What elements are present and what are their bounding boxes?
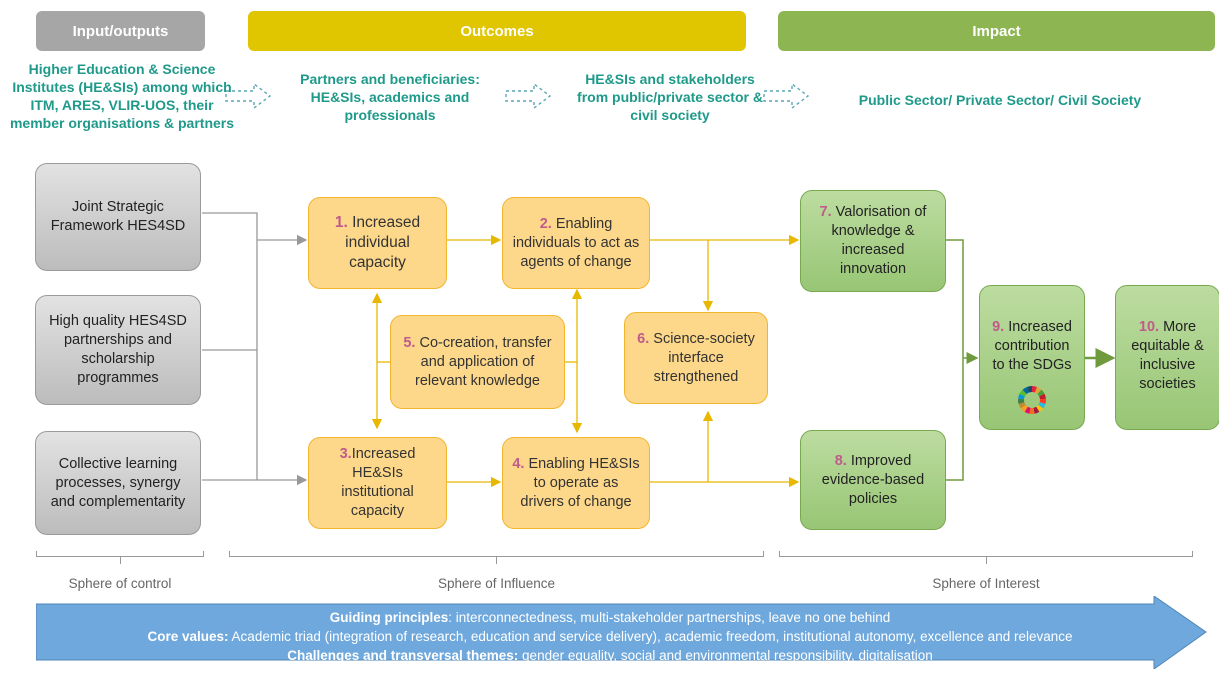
- input-partnerships-label: High quality HES4SD partnerships and sch…: [49, 313, 187, 386]
- outcome-1: 1. Increased individual capacity: [308, 197, 447, 289]
- sdg-wheel-segment: [1036, 404, 1044, 412]
- guiding-principles-text: : interconnectedness, multi-stakeholder …: [448, 610, 891, 625]
- outcome-3-label: Increased HE&SIs institutional capacity: [341, 446, 416, 519]
- sdg-wheel-segment: [1018, 398, 1025, 404]
- sdg-wheel-segment: [1037, 389, 1045, 397]
- impact-10-label: More equitable & inclusive societies: [1131, 318, 1204, 392]
- sdg-wheel-segment: [1024, 406, 1031, 414]
- brace-interest-tick: [986, 557, 987, 564]
- input-collective-learning: Collective learning processes, synergy a…: [35, 431, 201, 535]
- outcome-5-number: 5.: [403, 334, 416, 351]
- sdg-wheel-segment: [1019, 389, 1027, 397]
- sdg-wheel-segment: [1034, 386, 1042, 395]
- impact-7: 7. Valorisation of knowledge & increased…: [800, 190, 946, 292]
- sdg-wheel-segment: [1018, 393, 1025, 400]
- impact-10-number: 10.: [1138, 318, 1160, 335]
- impact-7-label: Valorisation of knowledge & increased in…: [831, 204, 927, 277]
- input-partnerships: High quality HES4SD partnerships and sch…: [35, 295, 201, 405]
- outcome-2-label: Enabling individuals to act as agents of…: [512, 215, 640, 270]
- outcome-3-number: 3.: [339, 446, 352, 462]
- input-learning-label: Collective learning processes, synergy a…: [50, 455, 186, 510]
- sphere-interest-label: Sphere of Interest: [932, 576, 1040, 591]
- guiding-principles-label: Guiding principles: [329, 610, 449, 625]
- impact-10: 10. More equitable & inclusive societies: [1115, 285, 1219, 430]
- outcome-4-number: 4.: [512, 455, 525, 472]
- sdg-wheel-segment: [1032, 386, 1038, 393]
- sdg-wheel-segment: [1020, 404, 1028, 412]
- sdg-wheel-segment: [1022, 386, 1030, 395]
- impact-8-number: 8.: [834, 452, 847, 469]
- impact-8: 8. Improved evidence-based policies: [800, 430, 946, 530]
- actors-stakeholders: HE&SIs and stakeholders from public/priv…: [577, 71, 763, 123]
- outcome-3: 3.Increased HE&SIs institutional capacit…: [308, 437, 447, 529]
- outcome-6-number: 6.: [637, 330, 650, 347]
- outcome-5-label: Co-creation, transfer and application of…: [415, 334, 552, 389]
- outcome-6-label: Science-society interface strengthened: [653, 330, 755, 385]
- sdg-wheel-icon: [1018, 386, 1046, 414]
- header-outcomes: Outcomes: [248, 11, 746, 51]
- input-joint-strategic-framework: Joint Strategic Framework HES4SD: [35, 163, 201, 271]
- actors-partners: Partners and beneficiaries: HE&SIs, acad…: [300, 71, 480, 123]
- outcome-6: 6. Science-society interface strengthene…: [624, 312, 768, 404]
- input-framework-label: Joint Strategic Framework HES4SD: [50, 199, 186, 234]
- sdg-wheel-segment: [1039, 398, 1046, 404]
- actors-inputs: Higher Education & Science Institutes (H…: [9, 61, 235, 131]
- sphere-influence-label: Sphere of Influence: [437, 576, 556, 591]
- impact-7-number: 7.: [819, 204, 832, 220]
- sphere-control-label: Sphere of control: [68, 576, 172, 591]
- impact-9: 9. Increased contribution to the SDGs: [979, 285, 1085, 430]
- outcome-5: 5. Co-creation, transfer and application…: [390, 315, 565, 409]
- principles-arrow: [36, 596, 1207, 669]
- outcome-2-number: 2.: [539, 215, 552, 232]
- outcome-1-number: 1.: [334, 214, 348, 231]
- core-values-label: Core values:: [147, 629, 229, 644]
- sdg-wheel-segment: [1026, 386, 1032, 393]
- sdg-wheel-segment: [1033, 406, 1040, 414]
- core-values-text: Academic triad (integration of research,…: [228, 629, 1073, 644]
- brace-control-tick: [120, 557, 121, 564]
- challenges-text: gender equality, social and environmenta…: [518, 648, 933, 663]
- sdg-wheel-segment: [1038, 402, 1046, 409]
- impact-8-label: Improved evidence-based policies: [821, 452, 925, 507]
- outcome-4: 4. Enabling HE&SIs to operate as drivers…: [502, 437, 650, 529]
- impact-9-number: 9.: [992, 319, 1005, 335]
- header-input-outputs: Input/outputs: [36, 11, 205, 51]
- brace-control: [36, 551, 204, 557]
- brace-influence-tick: [496, 557, 497, 564]
- outcome-2: 2. Enabling individuals to act as agents…: [502, 197, 650, 289]
- core-values: Core values: Academic triad (integration…: [60, 628, 1160, 646]
- brace-interest: [779, 551, 1193, 557]
- outcome-4-label: Enabling HE&SIs to operate as drivers of…: [520, 455, 640, 510]
- challenges-label: Challenges and transversal themes:: [287, 648, 519, 663]
- outcome-1-label: Increased individual capacity: [345, 214, 421, 271]
- guiding-principles: Guiding principles: interconnectedness, …: [60, 609, 1160, 627]
- impact-9-label: Increased contribution to the SDGs: [992, 319, 1072, 373]
- actors-sectors: Public Sector/ Private Sector/ Civil Soc…: [858, 92, 1142, 108]
- brace-influence: [229, 551, 764, 557]
- sdg-wheel-segment: [1039, 393, 1046, 400]
- sdg-wheel-segment: [1018, 402, 1026, 409]
- header-impact: Impact: [778, 11, 1215, 51]
- challenges: Challenges and transversal themes: gende…: [60, 647, 1160, 665]
- sdg-wheel-segment: [1029, 407, 1035, 414]
